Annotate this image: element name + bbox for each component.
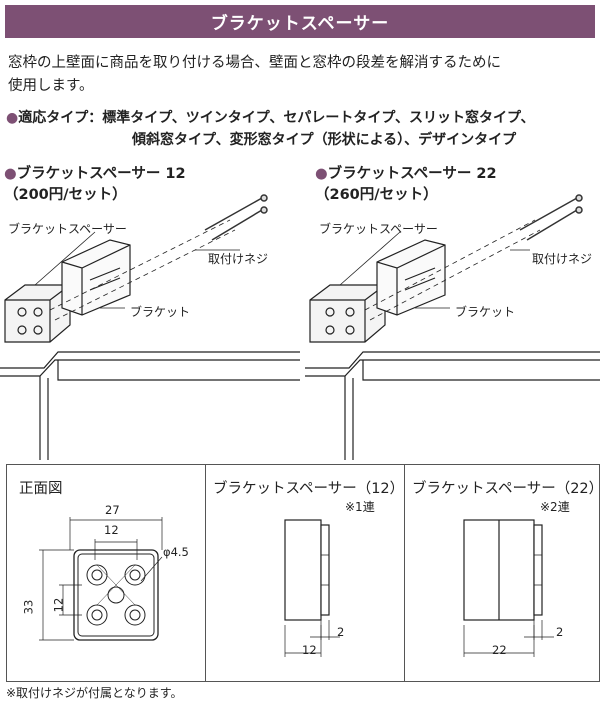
product-heading-12: ●ブラケットスペーサー 12 （200円/セット） xyxy=(4,164,186,206)
screw-icon xyxy=(204,194,268,241)
dim-hole: φ4.5 xyxy=(163,545,189,559)
footnote: ※取付けネジが付属となります。 xyxy=(6,686,183,700)
install-illustration-22 xyxy=(305,194,600,460)
product-heading-22: ●ブラケットスペーサー 22 （260円/セット） xyxy=(315,164,497,206)
side-view-22-box: ブラケットスペーサー（22） ※2連 22 2 xyxy=(404,464,600,682)
screw-icon xyxy=(519,194,583,241)
side-view-22-title: ブラケットスペーサー（22） xyxy=(412,481,600,497)
front-view-drawing xyxy=(39,517,163,641)
intro-line-1: 窓枠の上壁面に商品を取り付ける場合、壁面と窓枠の段差を解消するために xyxy=(8,55,501,71)
front-view-title: 正面図 xyxy=(19,481,63,497)
side-view-12-note: ※1連 xyxy=(345,500,375,514)
side-view-12-step: 2 xyxy=(337,625,345,639)
side-view-22-drawing xyxy=(463,519,554,657)
side-view-12-box: ブラケットスペーサー（12） ※1連 12 2 xyxy=(205,464,405,682)
label-bracket-22: ブラケット xyxy=(455,305,516,319)
types-line-2: 傾斜窓タイプ、変形窓タイプ（形状による）、デザインタイプ xyxy=(132,132,517,148)
intro-line-2: 使用します。 xyxy=(8,78,94,94)
side-view-22-step: 2 xyxy=(556,625,564,639)
product-name-22: ブラケットスペーサー 22 xyxy=(327,166,497,182)
section-title-bar: ブラケットスペーサー xyxy=(5,5,595,38)
side-view-22-note: ※2連 xyxy=(540,500,570,514)
label-screw-22: 取付けネジ xyxy=(532,252,593,266)
front-view-box: 正面図 27 12 φ4.5 33 12 xyxy=(6,464,206,682)
dim-inner-width: 12 xyxy=(104,523,119,537)
label-screw-12: 取付けネジ xyxy=(208,252,269,266)
label-bracket-12: ブラケット xyxy=(130,305,191,319)
intro-text: 窓枠の上壁面に商品を取り付ける場合、壁面と窓枠の段差を解消するために 使用します… xyxy=(8,52,594,98)
bullet-icon: ● xyxy=(6,110,19,126)
bullet-icon: ● xyxy=(4,166,17,182)
label-spacer-22: ブラケットスペーサー xyxy=(319,222,438,236)
dim-width: 27 xyxy=(105,503,120,517)
product-price-12: （200円/セット） xyxy=(4,187,127,203)
bullet-icon: ● xyxy=(315,166,328,182)
product-price-22: （260円/セット） xyxy=(315,187,438,203)
product-name-12: ブラケットスペーサー 12 xyxy=(16,166,186,182)
side-view-12-drawing xyxy=(284,519,340,657)
section-title: ブラケットスペーサー xyxy=(210,14,390,34)
side-view-12-depth: 12 xyxy=(302,643,317,657)
label-spacer-12: ブラケットスペーサー xyxy=(8,222,127,236)
types-line-1: 適応タイプ：標準タイプ、ツインタイプ、セパレートタイプ、スリット窓タイプ、 xyxy=(18,110,535,126)
compatible-types: ●適応タイプ：標準タイプ、ツインタイプ、セパレートタイプ、スリット窓タイプ、 傾… xyxy=(6,107,535,151)
side-view-22-depth: 22 xyxy=(492,643,507,657)
side-view-12-title: ブラケットスペーサー（12） xyxy=(213,481,405,497)
install-illustration-12 xyxy=(0,194,300,460)
